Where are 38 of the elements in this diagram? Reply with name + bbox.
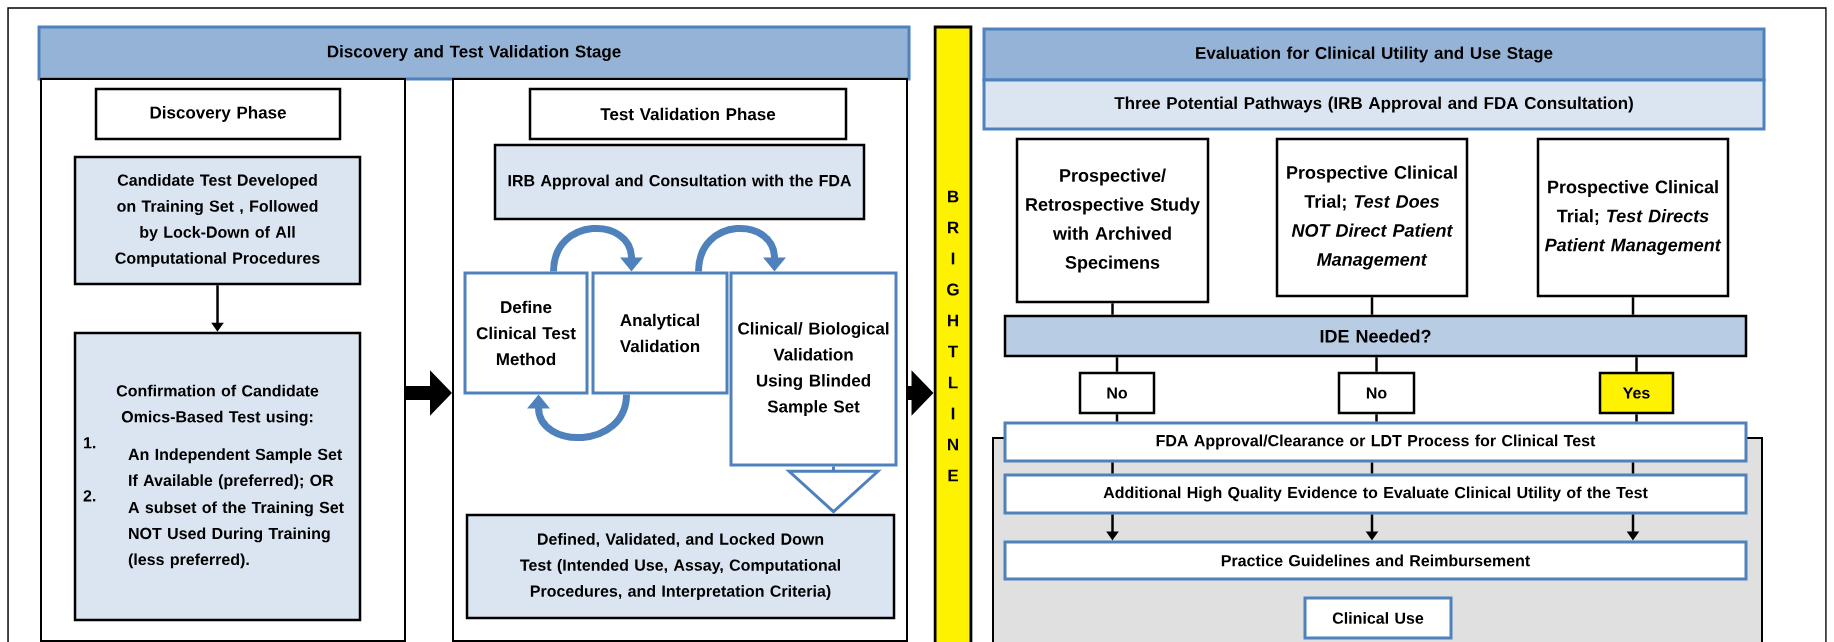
answer-box: No: [1078, 371, 1156, 415]
process-bar: Clinical Use: [1303, 596, 1453, 640]
curved-arrow: [550, 225, 643, 272]
process-box: Confirmation of Candidate Omics-Based Test using: 1. An Independent Sample Set If Available (preferred); OR 2. A subset of the Training Set NOT Used During Training (less preferred).: [73, 331, 362, 622]
step-box: Analytical Validation: [591, 271, 729, 395]
process-box: Candidate Test Developed on Training Set , Followed by Lock-Down of All Computational Procedures: [73, 155, 362, 286]
process-bar: Practice Guidelines and Reimbursement: [1003, 540, 1748, 581]
pathways-band: Three Potential Pathways (IRB Approval and FDA Consultation): [982, 78, 1766, 131]
connector-line: [1375, 414, 1378, 422]
connector-line: [1631, 297, 1635, 315]
pathway-box: Prospective Clinical Trial; Test Does NOT Direct Patient Management: [1275, 137, 1469, 298]
process-bar: Additional High Quality Evidence to Evaluate Clinical Utility of the Test: [1003, 473, 1748, 515]
stage-header: Evaluation for Clinical Utility and Use Stage: [982, 27, 1766, 82]
step-box: Clinical/ Biological Validation Using Blinded Sample Set: [729, 271, 898, 467]
curved-arrow: [527, 394, 630, 441]
connector-line: [1370, 297, 1374, 315]
connector-line: [1635, 414, 1638, 422]
process-bar: FDA Approval/Clearance or LDT Process for Clinical Test: [1003, 421, 1748, 463]
process-box: IRB Approval and Consultation with the FDA: [493, 143, 866, 221]
connector-line: [1111, 462, 1114, 474]
connector-line: [1635, 357, 1638, 372]
decision-bar: IDE Needed?: [1003, 314, 1748, 358]
connector-line: [1115, 414, 1119, 422]
answer-box: No: [1337, 371, 1416, 415]
pathway-box: Prospective Clinical Trial; Test Directs Patient Management: [1536, 137, 1730, 298]
connector-line: [1115, 357, 1119, 372]
connector-line: [1375, 357, 1378, 372]
connector-line: [1370, 462, 1374, 474]
bright-line-bar: B R I G H T L I N E: [933, 25, 973, 642]
answer-box: Yes: [1598, 371, 1675, 415]
connector-line: [1111, 303, 1114, 315]
step-box: Define Clinical Test Method: [463, 271, 589, 395]
phase-title-box: Discovery Phase: [94, 87, 342, 141]
pathway-box: Prospective/ Retrospective Study with Archived Specimens: [1015, 137, 1210, 304]
phase-title-box: Test Validation Phase: [528, 87, 848, 141]
stage-header: Discovery and Test Validation Stage: [37, 25, 911, 81]
connector-line: [1631, 462, 1635, 474]
result-box: Defined, Validated, and Locked Down Test (Intended Use, Assay, Computational Procedures, and Interpretation Criteria): [465, 513, 896, 620]
